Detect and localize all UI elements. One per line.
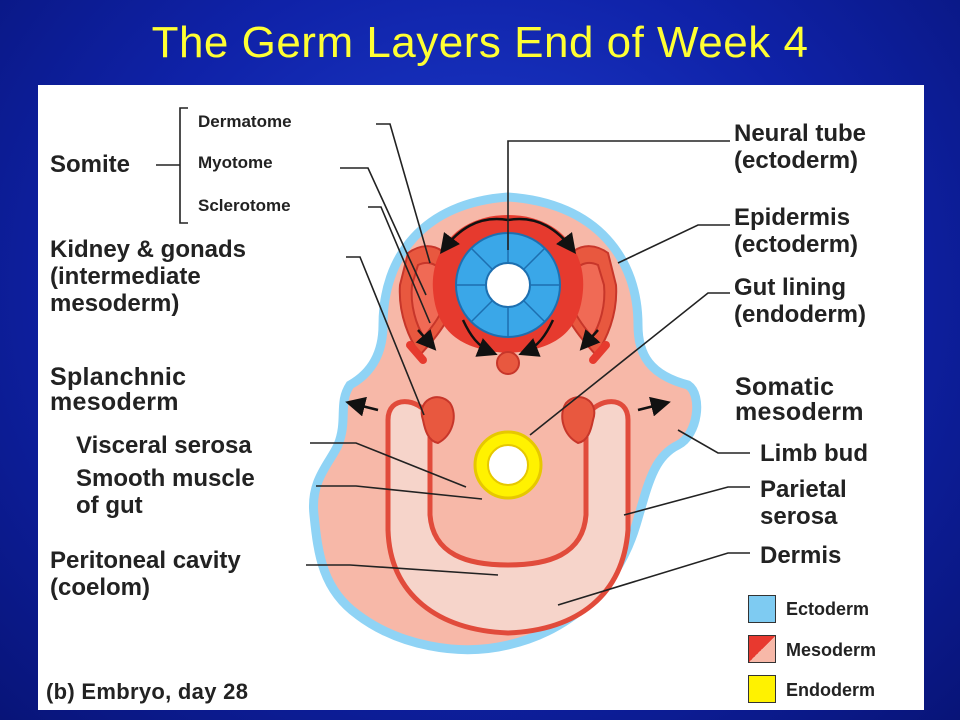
legend-label-ectoderm: Ectoderm: [786, 599, 870, 619]
label-peritoneal-cavity: Peritoneal cavity (coelom): [50, 547, 241, 601]
legend-label-mesoderm: Mesoderm: [786, 640, 877, 660]
label-sclerotome: Sclerotome: [198, 196, 291, 215]
migration-arrows: [345, 217, 671, 417]
label-smooth-muscle: Smooth muscle of gut: [76, 465, 255, 519]
caption: (b) Embryo, day 28: [46, 679, 249, 704]
intermediate-mesoderm-left: [420, 396, 455, 445]
label-limb-bud: Limb bud: [760, 440, 868, 467]
diagram-panel: Dermatome Myotome Sclerotome Somite Kidn…: [38, 85, 924, 710]
notochord: [496, 351, 520, 375]
legend-label-endoderm: Endoderm: [786, 680, 876, 700]
legend-swatch-mesoderm: [748, 635, 776, 663]
leader-lines: [156, 107, 750, 606]
label-myotome: Myotome: [198, 153, 273, 172]
label-dermatome: Dermatome: [198, 112, 292, 131]
label-visceral-serosa: Visceral serosa: [76, 432, 252, 459]
label-parietal-serosa: Parietal serosa: [760, 476, 847, 530]
label-kidney-gonads: Kidney & gonads (intermediate mesoderm): [50, 236, 247, 317]
label-splanchnic-mesoderm: Splanchnic mesoderm: [50, 363, 187, 416]
peritoneal-cavity: [385, 399, 631, 636]
label-somatic-mesoderm: Somatic mesoderm: [735, 373, 864, 426]
legend-swatch-ectoderm: [748, 595, 776, 623]
embryo-diagram: [156, 107, 750, 655]
label-neural-tube: Neural tube (ectoderm): [734, 120, 867, 174]
label-gut-lining: Gut lining (endoderm): [734, 274, 866, 328]
legend-swatch-endoderm: [748, 675, 776, 703]
label-somite: Somite: [50, 151, 131, 178]
label-epidermis: Epidermis (ectoderm): [734, 204, 859, 258]
label-dermis: Dermis: [760, 542, 842, 569]
intermediate-mesoderm-right: [561, 396, 596, 445]
slide-title: The Germ Layers End of Week 4: [151, 18, 809, 67]
